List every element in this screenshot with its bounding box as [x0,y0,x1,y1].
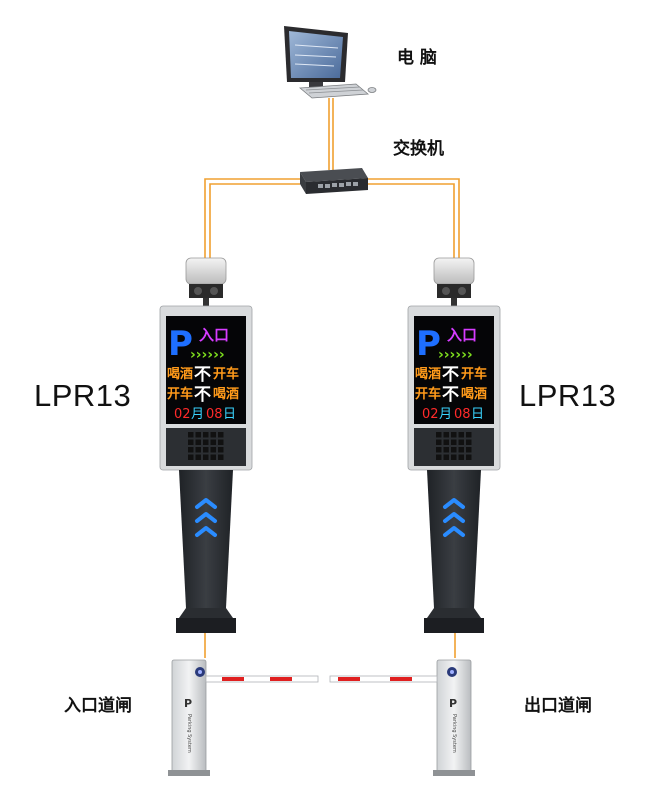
keypad-panel [414,428,494,466]
chevron-up-icon [443,498,465,537]
barrier-gate-icon: P Parking System [433,659,475,776]
pillar-base [424,618,484,633]
display-p-sign: P [168,324,193,364]
keypad-panel [166,428,246,466]
barrier-gate-left: P Parking System [168,659,319,776]
network-switch-icon [300,168,368,194]
model-label-left: LPR13 [34,378,132,413]
monitor-icon [284,26,348,88]
display-line2-b: 不 [194,385,211,405]
display-line2-c: 喝酒 [461,387,487,402]
display-line1-c: 开车 [461,366,487,382]
barrier-gate-right: P Parking System [329,659,475,776]
display-line2-a: 开车 [415,386,441,402]
network-cables [204,98,460,658]
display-arrows: ›››››› [190,347,225,363]
display-p-sign: P [416,324,441,364]
svg-text:P: P [449,697,457,710]
pillar-base-top [427,608,481,618]
display-date-day-unit: 日 [223,407,236,422]
barrier-arm [329,675,438,683]
pillar-base [176,618,236,633]
barrier-brand: Parking System [186,714,192,753]
model-label-right: LPR13 [519,378,617,413]
camera-icon [185,257,227,306]
display-date-day: 08 [454,407,471,422]
computer-label: 电 脑 [397,48,437,68]
display-title: 入口 [447,326,477,344]
entry-gate-label: 入口道闸 [64,696,132,716]
keyboard-icon [298,83,377,99]
display-line1-b: 不 [442,365,459,385]
barrier-gate-icon: P Parking System [168,659,210,776]
barrier-arm [205,675,319,683]
display-line2-a: 开车 [167,386,193,402]
display-date-month: 02 [174,407,191,422]
display-date-day: 08 [206,407,223,422]
pillar-base-top [179,608,233,618]
pillar-post [179,470,233,608]
pillar-post [427,470,481,608]
chevron-up-icon [195,498,217,537]
display-arrows: ›››››› [438,347,473,363]
display-line2-b: 不 [442,385,459,405]
display-title: 入口 [199,326,229,344]
display-line2-c: 喝酒 [213,387,239,402]
computer [284,26,377,99]
display-date-day-unit: 日 [471,407,484,422]
display-line1-a: 喝酒 [415,367,441,382]
display-date-month-unit: 月 [191,407,204,422]
display-date-month: 02 [422,407,439,422]
switch-label: 交换机 [393,139,444,159]
camera-icon [433,257,475,306]
barrier-brand: Parking System [451,714,457,753]
display-line1-a: 喝酒 [167,367,193,382]
display-line1-c: 开车 [213,366,239,382]
exit-gate-label: 出口道闸 [524,696,592,716]
svg-text:P: P [184,697,192,710]
display-date-month-unit: 月 [439,407,452,422]
display-line1-b: 不 [194,365,211,385]
